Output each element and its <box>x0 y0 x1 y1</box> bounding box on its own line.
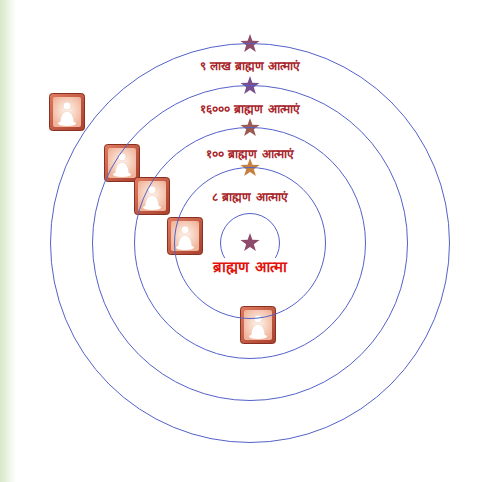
ring-circle: १०० ब्राह्मण आत्माएं ८ ब्राह्मण आत्माएं ब्… <box>134 127 366 359</box>
ring-label: ८ ब्राह्मण आत्माएं <box>210 190 289 206</box>
ring-outline <box>92 85 408 401</box>
star <box>240 233 259 251</box>
ring-circle: १६००० ब्राह्मण आत्माएं १०० ब्राह्मण आत्मा… <box>92 85 408 401</box>
ring-circle: ८ ब्राह्मण आत्माएं ब्राह्मण आत्मा <box>174 167 326 319</box>
ring-line <box>51 44 450 443</box>
ring-label: १०० ब्राह्मण आत्माएं <box>204 147 295 163</box>
side-strip <box>0 0 16 482</box>
ring-label: १६००० ब्राह्मण आत्माएं <box>198 102 301 118</box>
ring-outline <box>174 167 326 319</box>
core-circle: ब्राह्मण आत्मा <box>220 213 280 273</box>
soul-icon <box>50 94 85 131</box>
ring-label: ९ लाख ब्राह्मण आत्माएं <box>198 59 303 75</box>
ring-circle: ९ लाख ब्राह्मण आत्माएं १६००० ब्राह्मण आत्… <box>50 43 450 443</box>
ring-line <box>93 86 408 401</box>
soul-icon <box>168 218 203 255</box>
soul-icon <box>105 145 140 182</box>
ring-line <box>135 128 366 359</box>
center-label: ब्राह्मण आत्मा <box>211 258 288 278</box>
ring-outline <box>134 127 366 359</box>
ring-line <box>175 168 326 319</box>
soul-icon <box>241 307 276 344</box>
